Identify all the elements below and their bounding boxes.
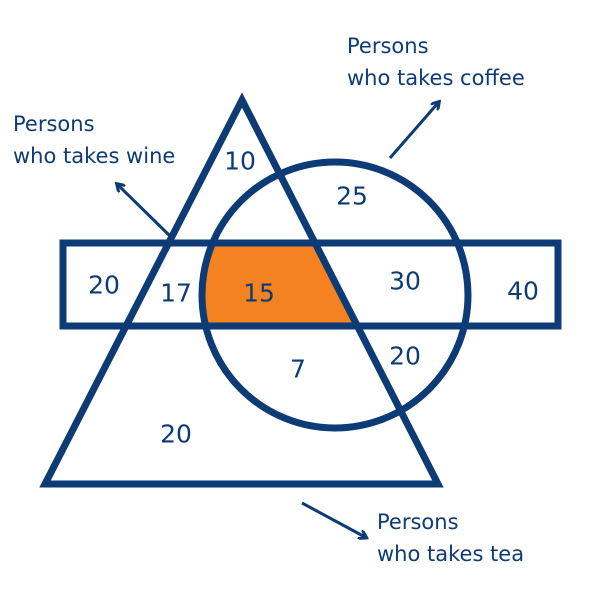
value-wine-bottom: 20: [160, 419, 192, 449]
triangle-wine: [39, 92, 444, 488]
label-wine-line1: Persons: [13, 112, 95, 136]
rectangle-set: [59, 239, 562, 330]
label-tea-line2: who takes tea: [377, 542, 525, 566]
label-coffee: Persons who takes coffee: [347, 30, 525, 94]
label-tea: Persons who takes tea: [377, 506, 524, 570]
value-rect-wine: 17: [160, 278, 192, 308]
label-tea-line1: Persons: [377, 510, 459, 534]
value-wine-coffee: 7: [290, 354, 306, 384]
arrow-tea: [301, 501, 365, 537]
label-coffee-line1: Persons: [347, 34, 429, 58]
value-all-three: 15: [243, 278, 275, 308]
value-rect-only: 20: [88, 270, 120, 300]
label-wine-line2: who takes wine: [13, 144, 176, 168]
value-rect-coffee: 30: [389, 266, 421, 296]
label-coffee-line2: who takes coffee: [347, 66, 525, 90]
arrow-wine: [118, 185, 174, 240]
value-wine-only: 10: [224, 146, 256, 176]
highlighted-region: [202, 243, 438, 326]
arrow-coffee: [388, 103, 438, 159]
value-rect-right: 40: [507, 276, 539, 306]
value-coffee-tea: 20: [389, 341, 421, 371]
circle-coffee: [198, 158, 472, 432]
value-coffee-only: 25: [336, 181, 368, 211]
label-wine: Persons who takes wine: [13, 108, 175, 172]
